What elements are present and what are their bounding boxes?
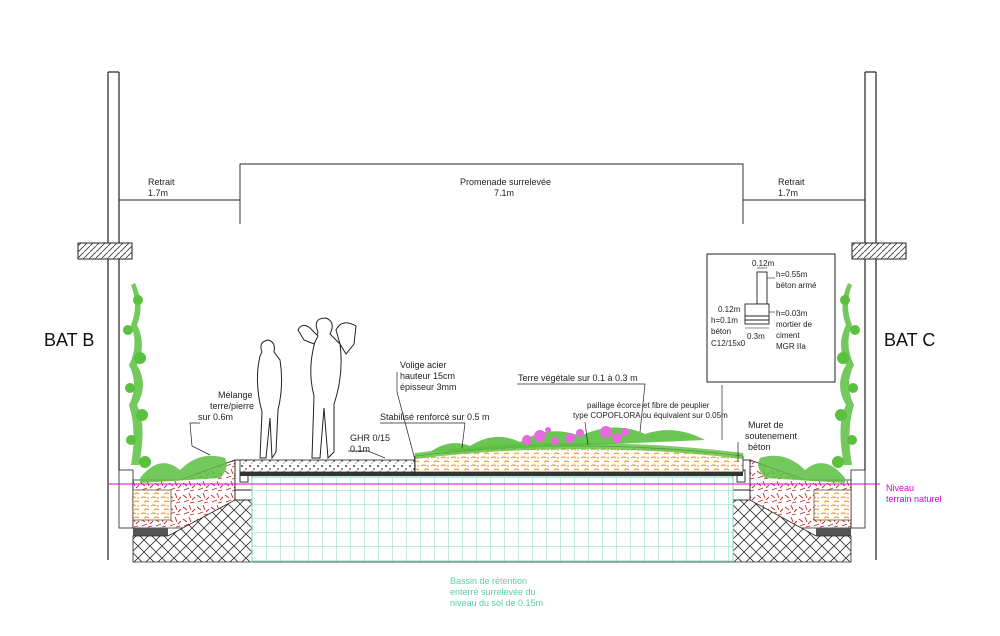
bassin-line-3: niveau du sol de 0.15m (450, 598, 543, 608)
promenade-label: Promenade surrelevée (460, 177, 551, 187)
terre-vegetale-label: Terre végétale sur 0.1 à 0.3 m (518, 373, 638, 383)
detail-h1-material: béton armé (776, 281, 817, 290)
paillage-line-1: paillage écorce et fibre de peuplier (587, 401, 710, 410)
detail-box (706, 253, 836, 383)
detail-left-width: 0.12m (718, 305, 741, 314)
climbing-plant-right (832, 283, 860, 468)
promenade-layers (239, 443, 744, 476)
detail-h1: h=0.55m (776, 270, 808, 279)
melange-line-1: Mélange (218, 390, 253, 400)
detail-left-h: h=0.1m (711, 316, 738, 325)
dimension-lines (119, 163, 865, 224)
muret-line-3: béton (748, 442, 771, 452)
retrait-left-value: 1.7m (148, 188, 168, 198)
promenade-value: 7.1m (494, 188, 514, 198)
stabilise-label: Stabilisé renforcé sur 0.5 m (380, 412, 490, 422)
melange-line-2: terre/pierre (210, 401, 254, 411)
volige-line-1: Volige acier (400, 360, 447, 370)
right-planter (732, 455, 852, 563)
bat-b-label: BAT B (44, 330, 94, 350)
bassin-line-2: enterré surrelevée du (450, 587, 536, 597)
detail-h2-material-3: MGR IIa (776, 342, 806, 351)
volige-line-3: épisseur 3mm (400, 382, 457, 392)
melange-line-3: sur 0.6m (198, 412, 233, 422)
bat-b-wall (77, 71, 134, 560)
muret-line-2: soutenement (745, 431, 798, 441)
bassin-line-1: Bassin de rétention (450, 576, 527, 586)
retrait-right-label: Retrait (778, 177, 805, 187)
detail-left-grade: C12/15x0 (711, 339, 746, 348)
niveau-line-1: Niveau (886, 483, 914, 493)
ghr-line-1: GHR 0/15 (350, 433, 390, 443)
left-planter (132, 455, 253, 563)
retrait-left-label: Retrait (148, 177, 175, 187)
detail-h2: h=0.03m (776, 309, 808, 318)
people-silhouette (256, 317, 357, 460)
niveau-line-2: terrain naturel (886, 494, 942, 504)
retention-basin (251, 476, 734, 563)
bat-c-label: BAT C (884, 330, 935, 350)
detail-bottom-width: 0.3m (747, 332, 765, 341)
muret-line-1: Muret de (748, 420, 784, 430)
climbing-plant-left (123, 283, 151, 468)
vegetation-mound (430, 426, 705, 452)
detail-left-material: béton (711, 327, 731, 336)
detail-top-width: 0.12m (752, 259, 775, 268)
volige-line-2: hauteur 15cm (400, 371, 455, 381)
retrait-right-value: 1.7m (778, 188, 798, 198)
paillage-line-2: type COPOFLORA ou équivalent sur 0.05m (573, 411, 728, 420)
leader-lines (189, 372, 739, 462)
detail-h2-material-1: mortier de (776, 320, 813, 329)
detail-h2-material-2: ciment (776, 331, 800, 340)
ghr-line-2: 0.1m (350, 444, 370, 454)
